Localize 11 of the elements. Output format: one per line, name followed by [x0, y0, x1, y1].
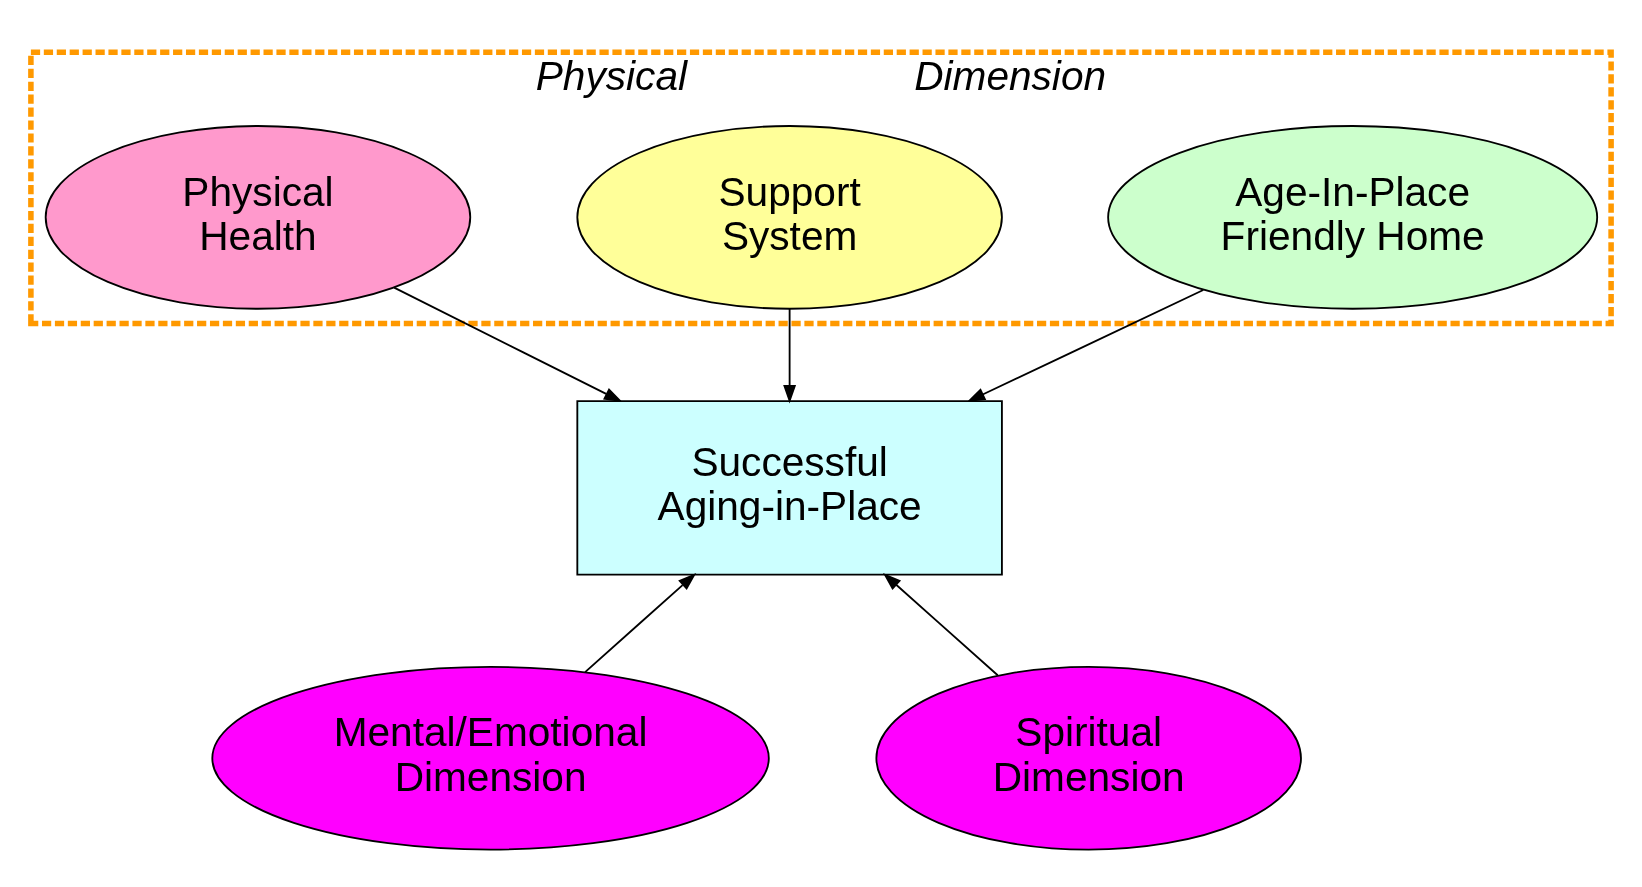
node-ellipse: Support System: [576, 125, 1003, 310]
node-ellipse: Mental/Emotional Dimension: [211, 665, 770, 851]
arrow: [584, 572, 697, 673]
node-box: Successful Aging-in-Place: [576, 400, 1003, 576]
node-ellipse: Age-In-Place Friendly Home: [1107, 125, 1599, 310]
arrow: [783, 307, 797, 404]
arrow: [882, 572, 999, 677]
arrow: [966, 289, 1205, 403]
arrow: [393, 286, 623, 403]
node-ellipse: Physical Health: [44, 125, 472, 310]
node-ellipse: Spiritual Dimension: [875, 665, 1302, 851]
